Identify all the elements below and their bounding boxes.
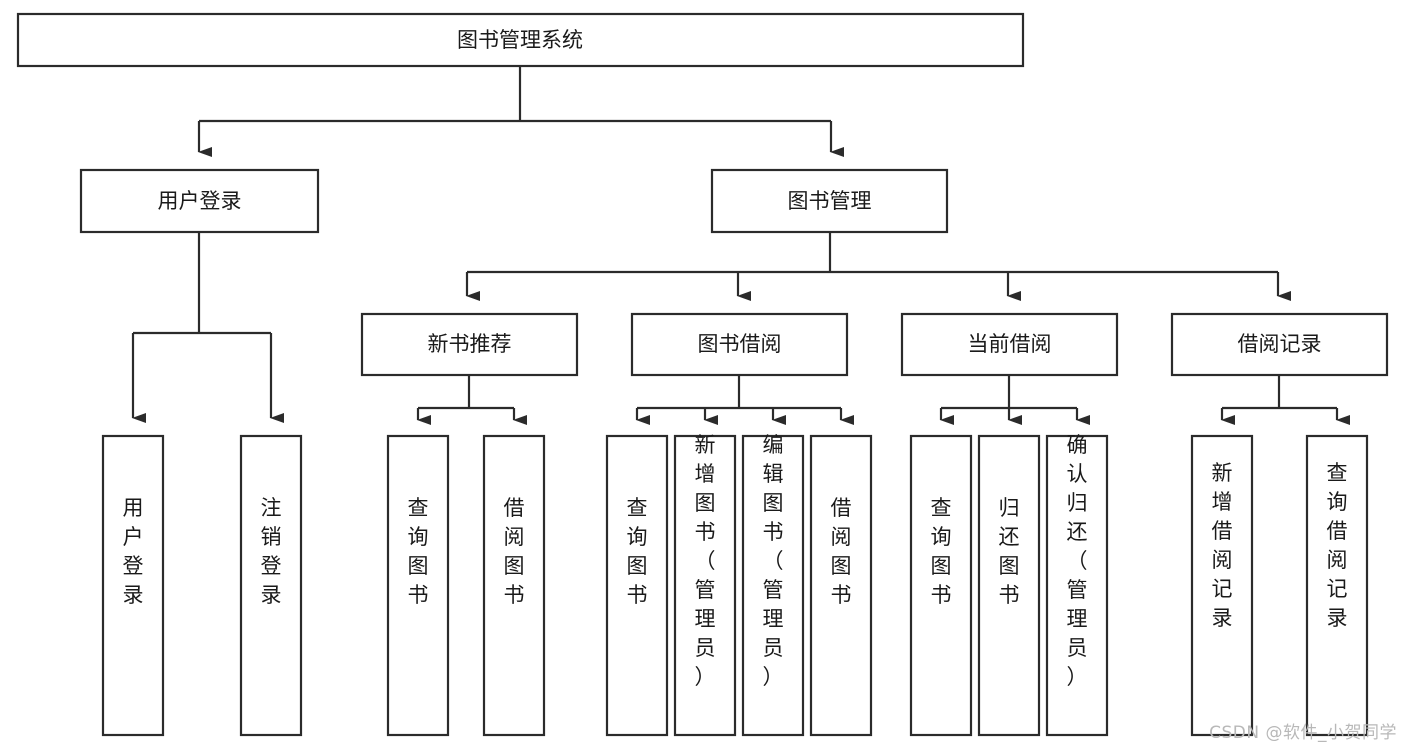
leaf-add-book[interactable]: 新增图书（管理员） <box>673 433 737 737</box>
node-book-borrow-label: 图书借阅 <box>698 332 782 356</box>
connector-new-book-rec-fanout <box>416 375 527 425</box>
leaf-return-book[interactable]: 归还图书 <box>977 434 1041 737</box>
leaf-add-record-label: 新增借阅记录 <box>1212 461 1233 630</box>
node-book-borrow[interactable]: 图书借阅 <box>630 312 849 377</box>
leaf-query-book-3-label: 查询图书 <box>931 496 952 607</box>
leaf-confirm-return[interactable]: 确认归还（管理员） <box>1045 433 1109 737</box>
leaf-borrow-book-1-label: 借阅图书 <box>504 496 525 607</box>
node-current-borrow[interactable]: 当前借阅 <box>900 312 1119 377</box>
leaf-query-book-2[interactable]: 查询图书 <box>605 434 669 737</box>
leaf-query-book-1-label: 查询图书 <box>408 496 429 607</box>
leaf-borrow-book-2-label: 借阅图书 <box>831 496 852 607</box>
node-root[interactable]: 图书管理系统 <box>16 12 1025 68</box>
node-user-login-label: 用户登录 <box>158 189 242 213</box>
node-borrow-record-label: 借阅记录 <box>1238 332 1322 356</box>
connector-book-manage-fanout <box>465 232 1291 301</box>
node-book-manage[interactable]: 图书管理 <box>710 168 949 234</box>
leaf-add-record[interactable]: 新增借阅记录 <box>1190 434 1254 737</box>
leaf-confirm-return-label: 确认归还（管理员） <box>1067 433 1088 689</box>
connector-current-borrow-fanout <box>939 375 1090 425</box>
connector-user-login-fanout <box>131 232 284 423</box>
leaf-user-login[interactable]: 用户登录 <box>101 434 165 737</box>
node-borrow-record[interactable]: 借阅记录 <box>1170 312 1389 377</box>
node-user-login[interactable]: 用户登录 <box>79 168 320 234</box>
leaf-edit-book[interactable]: 编辑图书（管理员） <box>741 433 805 737</box>
leaf-edit-book-label: 编辑图书（管理员） <box>763 433 784 689</box>
leaf-query-record[interactable]: 查询借阅记录 <box>1305 434 1369 737</box>
leaf-user-login-label: 用户登录 <box>123 496 144 607</box>
leaf-add-book-label: 新增图书（管理员） <box>695 433 716 689</box>
leaf-return-book-label: 归还图书 <box>999 496 1020 607</box>
node-new-book-rec[interactable]: 新书推荐 <box>360 312 579 377</box>
csdn-watermark: CSDN @软件_小贺同学 <box>1209 723 1397 743</box>
connector-borrow-record-fanout <box>1220 375 1350 425</box>
leaf-query-book-3[interactable]: 查询图书 <box>909 434 973 737</box>
leaf-logout-login[interactable]: 注销登录 <box>239 434 303 737</box>
leaf-borrow-book-2[interactable]: 借阅图书 <box>809 434 873 737</box>
node-root-label: 图书管理系统 <box>457 28 583 52</box>
connector-book-borrow-fanout <box>635 375 854 425</box>
leaf-query-book-2-label: 查询图书 <box>627 496 648 607</box>
node-new-book-rec-label: 新书推荐 <box>428 332 512 356</box>
leaf-logout-login-label: 注销登录 <box>261 496 282 607</box>
leaf-query-record-label: 查询借阅记录 <box>1327 461 1348 630</box>
leaf-borrow-book-1[interactable]: 借阅图书 <box>482 434 546 737</box>
leaf-query-book-1[interactable]: 查询图书 <box>386 434 450 737</box>
node-book-manage-label: 图书管理 <box>788 189 872 213</box>
node-current-borrow-label: 当前借阅 <box>968 332 1052 356</box>
connector-root-trunk <box>199 66 831 123</box>
